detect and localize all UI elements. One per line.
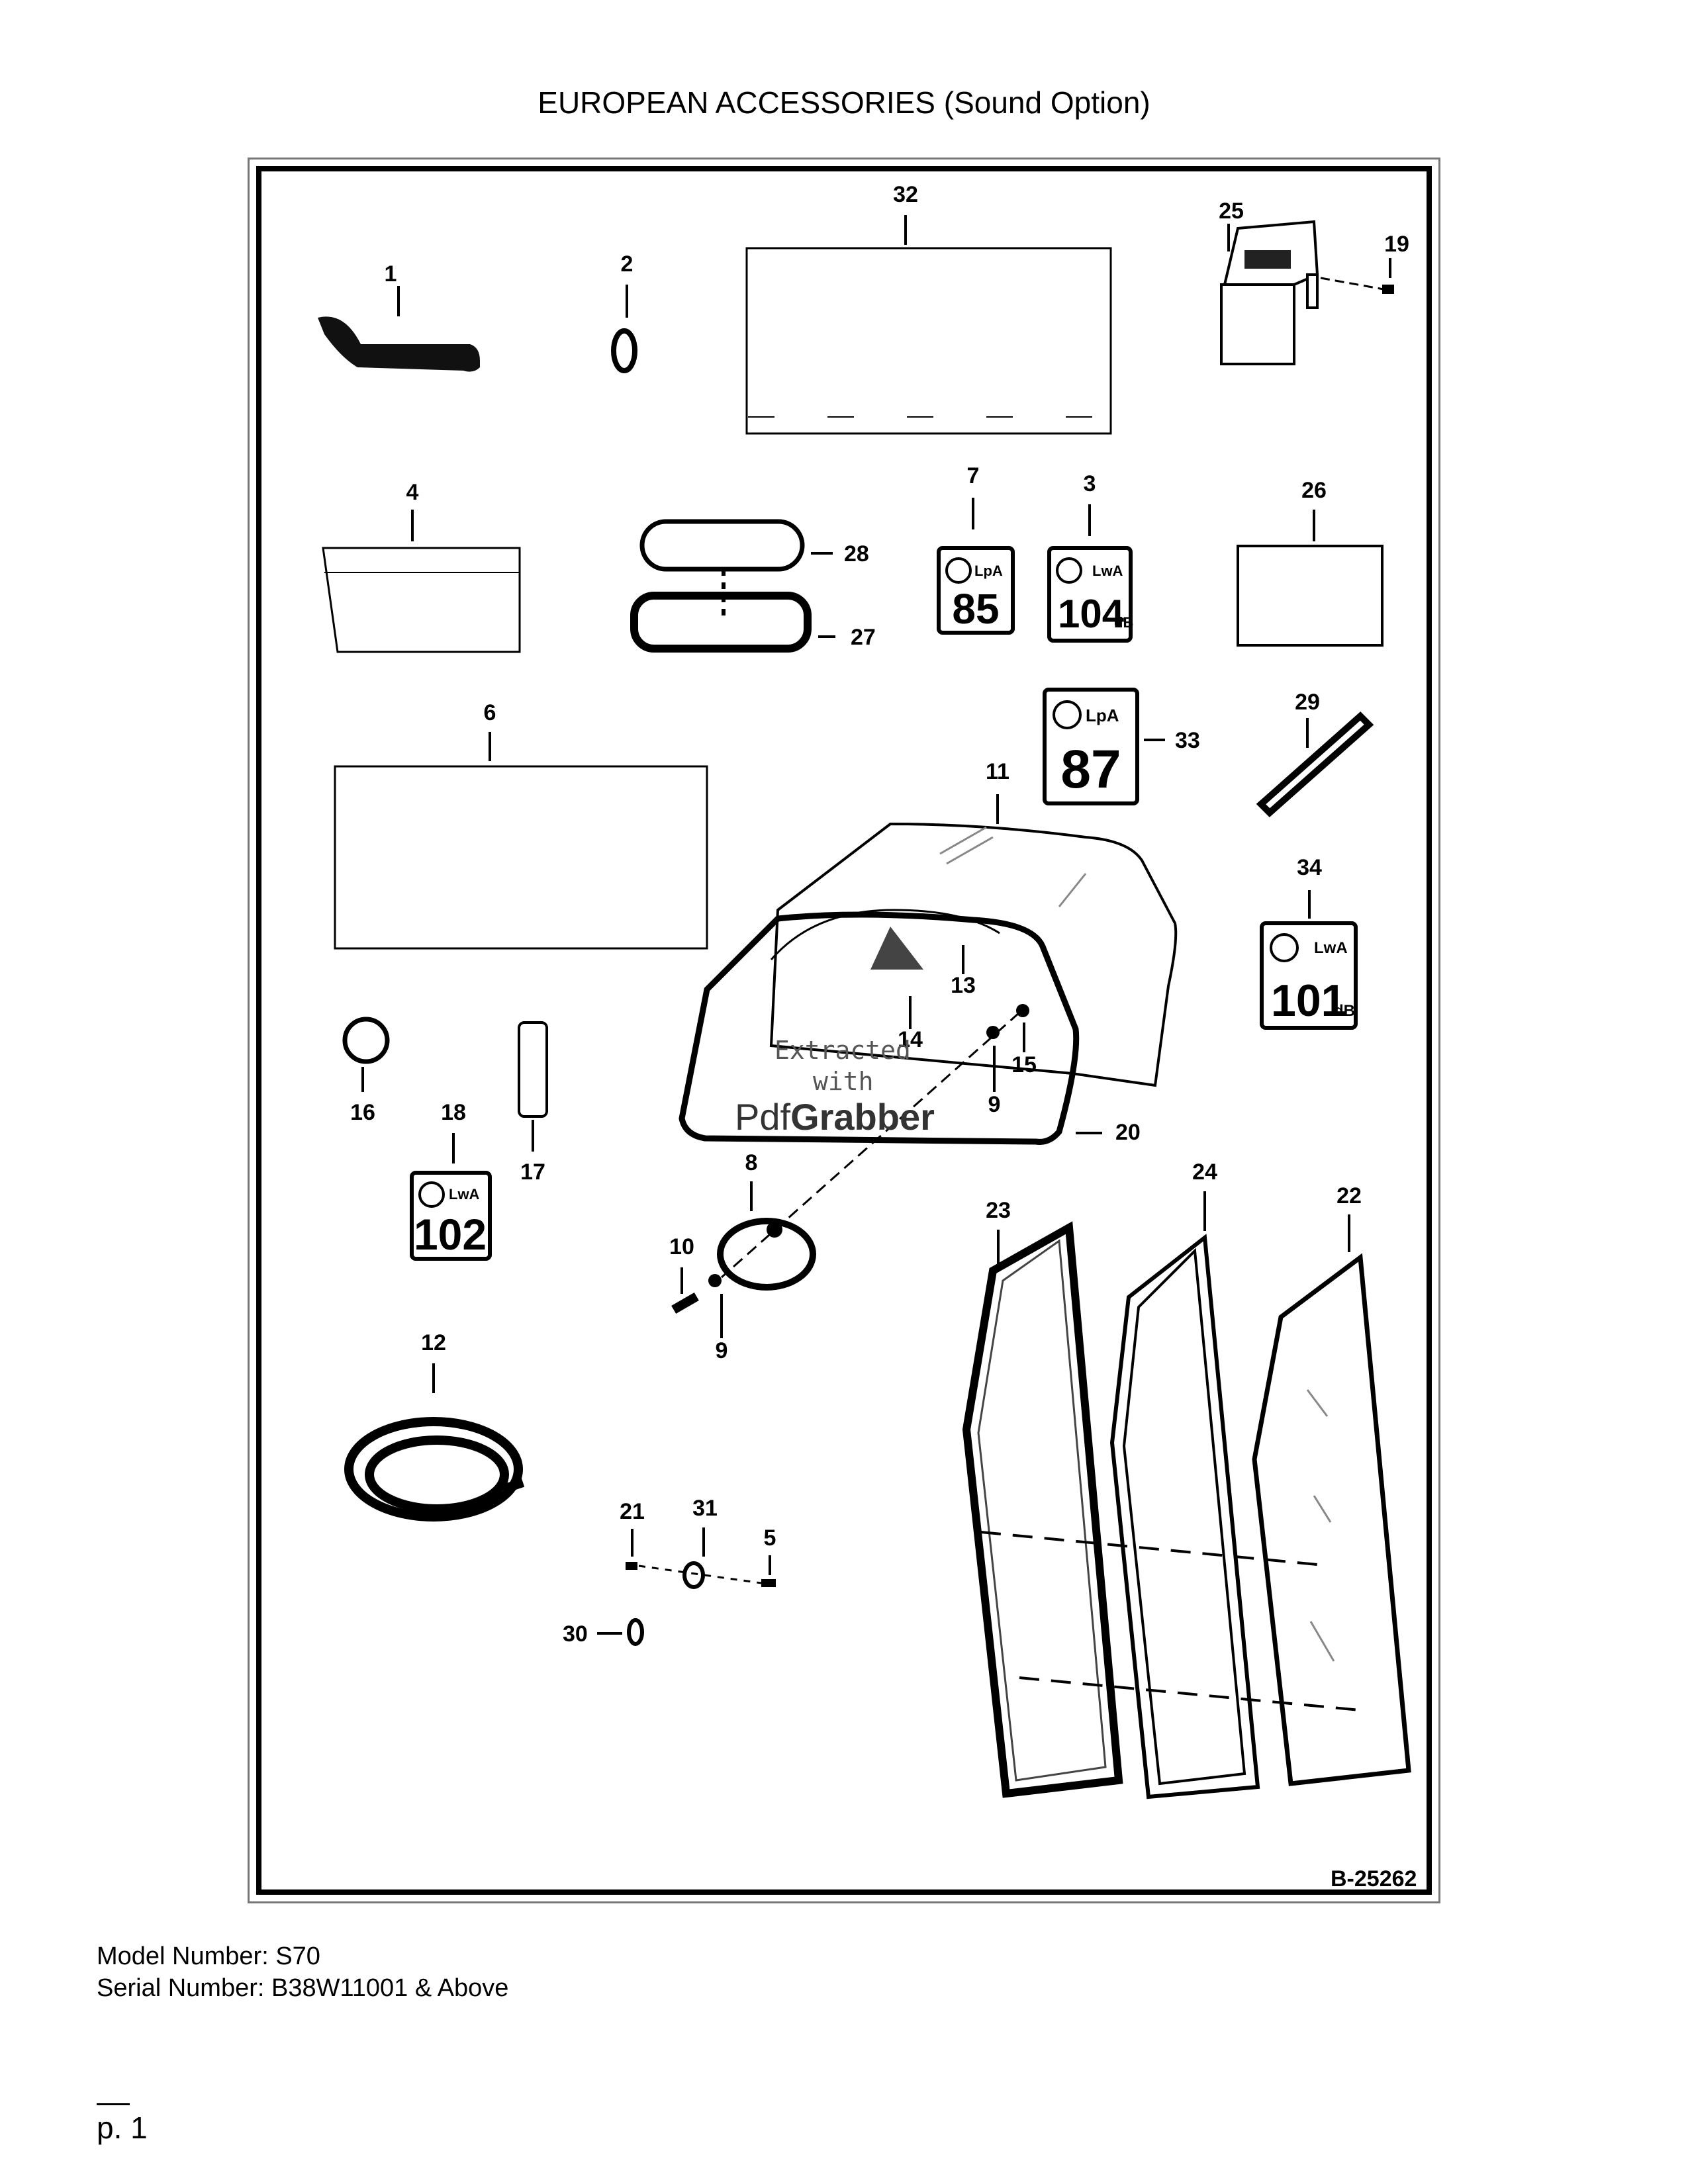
callout-1: 1 bbox=[385, 261, 397, 287]
part-8-ring bbox=[717, 1218, 816, 1291]
part-25-box bbox=[1220, 220, 1319, 365]
part-29-plate bbox=[1256, 711, 1374, 817]
page-number: p. 1 bbox=[97, 2111, 148, 2145]
part-6-panel bbox=[334, 765, 708, 950]
part-1-hose bbox=[318, 316, 480, 372]
part-16-cap bbox=[342, 1017, 390, 1064]
svg-text:dB: dB bbox=[1114, 614, 1133, 631]
callout-30: 30 bbox=[563, 1621, 588, 1647]
part-26-panel bbox=[1237, 545, 1383, 647]
decal-3: LwA 104 dB bbox=[1047, 546, 1133, 643]
decal-7: LpA 85 bbox=[937, 546, 1015, 635]
callout-32: 32 bbox=[893, 182, 918, 207]
model-number: Model Number: S70 bbox=[97, 1942, 320, 1970]
callout-9b: 9 bbox=[716, 1338, 728, 1363]
part-12-hose bbox=[344, 1417, 525, 1522]
callout-24: 24 bbox=[1192, 1160, 1217, 1185]
callout-22: 22 bbox=[1336, 1183, 1362, 1208]
part-32-panel bbox=[745, 247, 1112, 435]
page-rule bbox=[97, 2103, 130, 2105]
callout-15: 15 bbox=[1011, 1052, 1037, 1077]
part-5-screw bbox=[761, 1579, 776, 1587]
part-20-seal bbox=[679, 911, 1080, 1145]
part-27-gasket bbox=[630, 592, 812, 653]
svg-text:LpA: LpA bbox=[1086, 705, 1119, 725]
svg-text:dB: dB bbox=[1334, 1002, 1355, 1020]
decal-33: LpA 87 bbox=[1043, 688, 1139, 805]
svg-text:104: 104 bbox=[1058, 592, 1125, 636]
callout-27: 27 bbox=[851, 625, 876, 650]
callout-26: 26 bbox=[1301, 478, 1327, 503]
decal-18: LwA 102 bbox=[410, 1171, 492, 1261]
callout-34: 34 bbox=[1297, 855, 1322, 880]
callout-11: 11 bbox=[986, 759, 1009, 784]
part-24-seal bbox=[1109, 1234, 1260, 1799]
part-23-frame bbox=[962, 1221, 1123, 1798]
callout-31: 31 bbox=[692, 1496, 718, 1521]
callout-7: 7 bbox=[967, 463, 980, 488]
callout-33: 33 bbox=[1175, 728, 1200, 753]
callout-18: 18 bbox=[441, 1100, 466, 1125]
callout-12: 12 bbox=[421, 1330, 446, 1355]
callout-19: 19 bbox=[1384, 232, 1409, 257]
callout-14: 14 bbox=[898, 1027, 923, 1052]
callout-21: 21 bbox=[620, 1499, 645, 1524]
part-15-nut bbox=[1016, 1004, 1029, 1017]
part-17-tube bbox=[518, 1021, 548, 1118]
part-21-screw bbox=[626, 1562, 637, 1570]
part-2-clamp bbox=[611, 328, 637, 373]
part-31-clip bbox=[682, 1561, 705, 1589]
svg-text:102: 102 bbox=[414, 1210, 487, 1259]
callout-3: 3 bbox=[1084, 471, 1096, 496]
watermark-line2: with bbox=[813, 1067, 874, 1096]
part-9-washer-upper bbox=[986, 1026, 1000, 1039]
callout-16: 16 bbox=[350, 1100, 375, 1125]
decal-34: LwA 101 dB bbox=[1260, 921, 1358, 1030]
page-title: EUROPEAN ACCESSORIES (Sound Option) bbox=[538, 85, 1150, 120]
part-28-gasket bbox=[639, 519, 805, 572]
part-30-clip bbox=[627, 1618, 644, 1646]
svg-text:101: 101 bbox=[1271, 976, 1346, 1026]
part-9-washer-lower bbox=[708, 1274, 722, 1287]
part-10-bolt bbox=[671, 1292, 699, 1314]
callout-9a: 9 bbox=[988, 1092, 1001, 1117]
callout-5: 5 bbox=[764, 1525, 776, 1551]
part-4-panel bbox=[322, 547, 521, 653]
callout-25: 25 bbox=[1219, 199, 1244, 224]
serial-number: Serial Number: B38W11001 & Above bbox=[97, 1974, 509, 2002]
svg-text:LwA: LwA bbox=[1314, 939, 1348, 957]
callout-20: 20 bbox=[1115, 1120, 1141, 1145]
diagram-reference-code: B-25262 bbox=[1331, 1866, 1417, 1891]
callout-10: 10 bbox=[669, 1234, 694, 1259]
watermark-line1: Extracted bbox=[774, 1036, 911, 1065]
svg-text:87: 87 bbox=[1060, 739, 1121, 799]
callout-17: 17 bbox=[520, 1160, 545, 1185]
callout-4: 4 bbox=[406, 480, 419, 505]
callout-2: 2 bbox=[621, 251, 633, 277]
watermark-brand: PdfGrabber bbox=[735, 1096, 935, 1138]
part-22-glass bbox=[1252, 1253, 1411, 1786]
callout-23: 23 bbox=[986, 1198, 1011, 1223]
svg-text:85: 85 bbox=[952, 585, 999, 633]
callout-13: 13 bbox=[951, 973, 976, 998]
callout-28: 28 bbox=[844, 541, 869, 567]
callout-6: 6 bbox=[484, 700, 496, 725]
svg-text:LpA: LpA bbox=[974, 563, 1003, 579]
svg-text:LwA: LwA bbox=[1092, 563, 1123, 579]
svg-text:LwA: LwA bbox=[449, 1186, 480, 1203]
callout-8: 8 bbox=[745, 1150, 758, 1175]
callout-29: 29 bbox=[1295, 690, 1320, 715]
